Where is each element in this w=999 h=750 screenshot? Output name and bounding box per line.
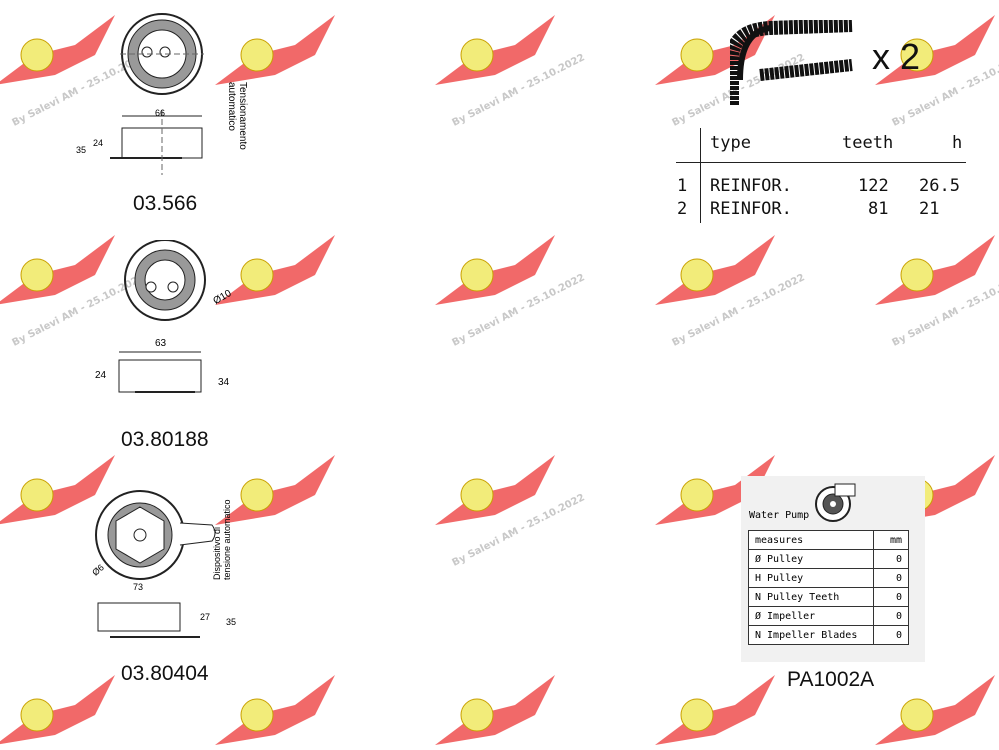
belt-type: REINFOR. [710,176,792,196]
logo-watermark [0,675,125,745]
dim-height-inner: 24 [93,138,104,148]
header-teeth: teeth [842,133,894,153]
water-pump-icon [815,483,856,522]
dim-height: 35 [76,145,87,155]
tensioner-drawing-03566 [110,13,204,175]
dim-width: 63 [155,338,167,349]
watermark-text: By Salevi AM - 25.10.2022 [450,272,587,349]
belt-height: 21 [919,199,940,219]
part-note: Tensionamento automatico [226,82,248,150]
measure-value: 0 [873,549,909,569]
row-index: 1 [677,176,688,196]
part-note: Dispositivo di tensione automatico [212,499,232,580]
logo-watermark [215,455,345,525]
belt-teeth: 81 [868,199,889,219]
dim-height: 34 [218,377,230,388]
row-index: 2 [677,199,688,219]
table-divider [700,128,701,223]
watermark-text: By Salevi AM - 25.10.2022 [450,52,587,129]
measure-value: 0 [873,568,909,588]
dim-height-inner: 24 [95,370,107,381]
measure-label: N Impeller Blades [748,625,874,645]
header-h: h [952,133,963,153]
part-code: 03.566 [133,192,198,215]
belt-type: REINFOR. [710,199,792,219]
dim-height: 35 [226,617,237,627]
measure-value: 0 [873,625,909,645]
tensioner-drawing-0380188 [118,240,206,393]
logo-watermark [435,675,565,745]
belt-teeth: 122 [858,176,889,196]
belt-height: 26.5 [919,176,960,196]
measure-label: N Pulley Teeth [748,587,874,607]
water-pump-title: Water Pump [749,510,810,521]
header-measures: measures [748,530,874,550]
dim-width: 73 [133,582,144,592]
header-type: type [710,133,751,153]
dim-width: 66 [155,108,166,118]
part-code: 03.80188 [121,428,209,451]
measure-value: 0 [873,587,909,607]
watermark-text: By Salevi AM - 25.10.2022 [670,272,807,349]
watermark-text: By Salevi AM - 25.10.2022 [450,492,587,569]
timing-belt-image [730,20,853,105]
logo-watermark [655,675,785,745]
logo-watermark [875,675,999,745]
measure-label: H Pulley [748,568,874,588]
part-code: 03.80404 [121,662,209,685]
measure-label: Ø Impeller [748,606,874,626]
measure-label: Ø Pulley [748,549,874,569]
tensioner-drawing-0380404 [95,490,216,638]
watermark-text: By Salevi AM - 25.10.2022 [890,272,999,349]
water-pump-code: PA1002A [787,668,875,691]
logo-watermark [215,675,345,745]
dim-height-inner: 27 [200,612,211,622]
measure-value: 0 [873,606,909,626]
header-unit: mm [873,530,909,550]
table-divider [676,162,966,163]
belt-quantity: x 2 [872,36,921,77]
